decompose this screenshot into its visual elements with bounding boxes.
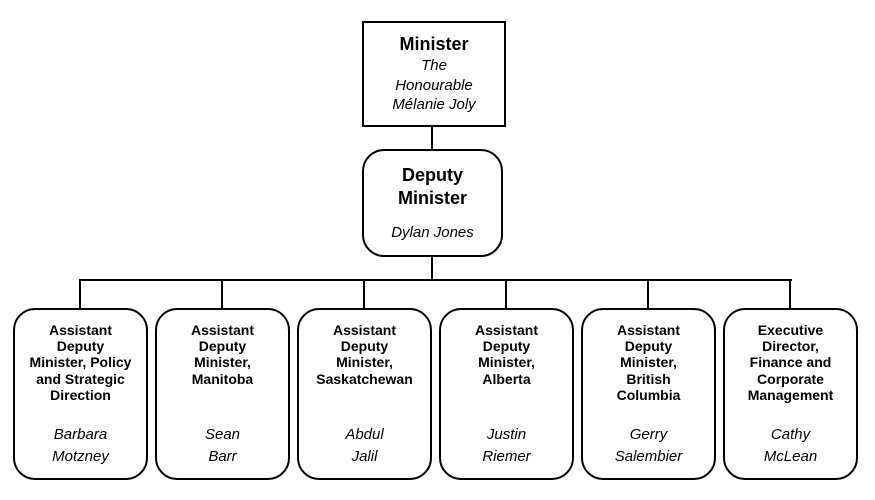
org-node-adm-manitoba: Assistant Deputy Minister, Manitoba Sean…: [155, 308, 290, 480]
node-person-name: Sean Barr: [204, 426, 241, 465]
org-node-minister: Minister The Honourable Mélanie Joly: [362, 21, 506, 127]
node-title: Deputy Minister: [397, 165, 467, 209]
connector-dm-stem: [431, 257, 433, 280]
node-person-name: Dylan Jones: [391, 223, 474, 241]
org-node-adm-saskatchewan: Assistant Deputy Minister, Saskatchewan …: [297, 308, 432, 480]
node-title: Assistant Deputy Minister, Manitoba: [190, 322, 255, 387]
org-node-deputy-minister: Deputy Minister Dylan Jones: [362, 149, 503, 257]
node-person-name: Justin Riemer: [482, 426, 531, 465]
org-node-adm-policy-strategic-direction: Assistant Deputy Minister, Policy and St…: [13, 308, 148, 480]
org-node-ed-finance-corporate-management: Executive Director, Finance and Corporat…: [723, 308, 858, 480]
connector-horizontal-bus: [79, 279, 792, 281]
node-person-name: Cathy McLean: [763, 426, 818, 465]
node-person-name: Gerry Salembier: [614, 426, 683, 465]
node-person-name: The Honourable Mélanie Joly: [392, 57, 476, 114]
connector-drop-1: [79, 280, 81, 308]
connector-minister-dm: [431, 127, 433, 149]
connector-drop-5: [647, 280, 649, 308]
connector-drop-2: [221, 280, 223, 308]
node-title: Assistant Deputy Minister, Saskatchewan: [316, 322, 413, 387]
node-title: Minister: [399, 34, 469, 55]
connector-drop-4: [505, 280, 507, 308]
connector-drop-6: [789, 280, 791, 308]
org-node-adm-british-columbia: Assistant Deputy Minister, British Colum…: [581, 308, 716, 480]
node-title: Executive Director, Finance and Corporat…: [747, 322, 834, 403]
node-title: Assistant Deputy Minister, Policy and St…: [29, 322, 132, 403]
node-person-name: Barbara Motzney: [52, 426, 109, 465]
node-title: Assistant Deputy Minister, British Colum…: [616, 322, 681, 403]
org-node-adm-alberta: Assistant Deputy Minister, Alberta Justi…: [439, 308, 574, 480]
node-title: Assistant Deputy Minister, Alberta: [474, 322, 539, 387]
node-person-name: Abdul Jalil: [345, 426, 384, 465]
connector-drop-3: [363, 280, 365, 308]
